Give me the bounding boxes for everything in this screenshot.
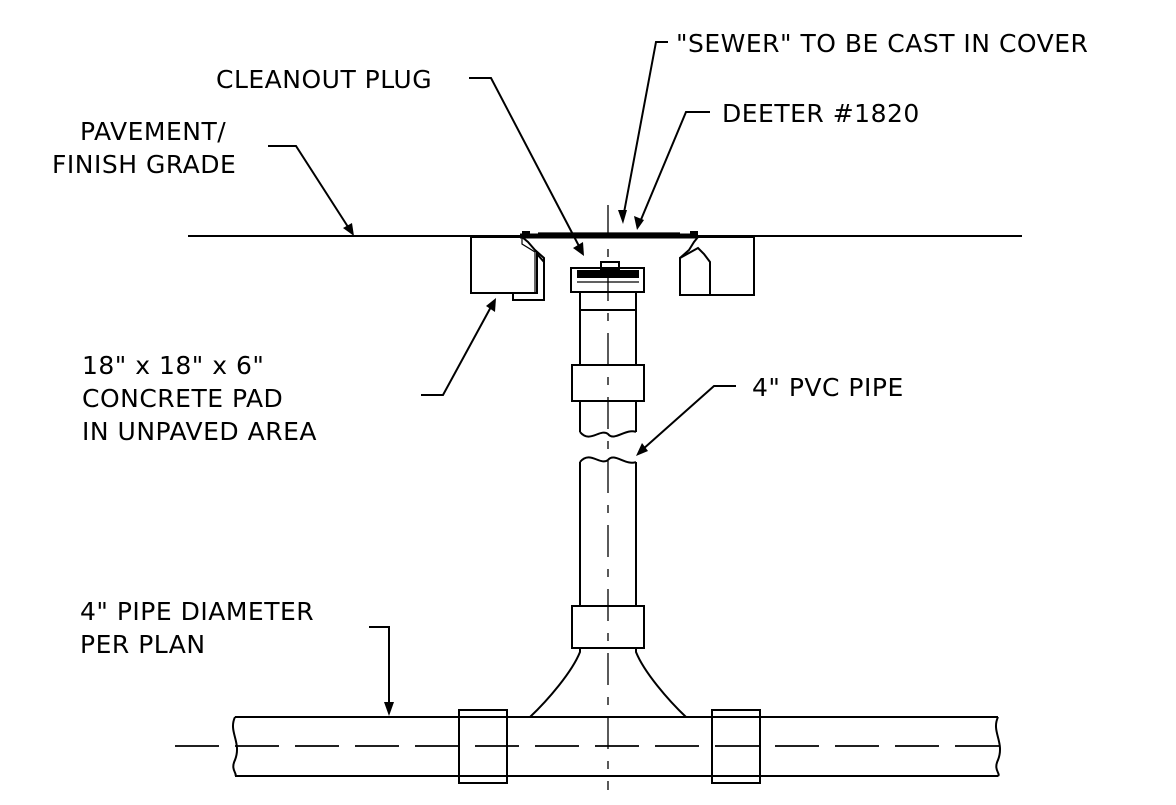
label-pvc-pipe: 4" PVC PIPE <box>752 373 904 402</box>
label-pavement-line2: FINISH GRADE <box>52 150 236 179</box>
leader-pvc-pipe <box>636 385 736 456</box>
leader-concrete-pad <box>421 298 496 396</box>
label-cleanout-plug: CLEANOUT PLUG <box>216 65 432 94</box>
label-deeter: DEETER #1820 <box>722 99 920 128</box>
leader-cleanout-plug <box>469 77 584 256</box>
tee-fitting <box>529 648 687 718</box>
concrete-pad-right <box>679 236 755 296</box>
leader-pipe-diameter <box>369 626 394 716</box>
label-pipe-diameter-line2: PER PLAN <box>80 630 206 659</box>
concrete-pad-left <box>470 236 545 301</box>
leader-deeter <box>634 111 710 230</box>
label-pad-line3: IN UNPAVED AREA <box>82 417 317 446</box>
leader-sewer-cast <box>618 41 668 224</box>
label-sewer-cast: "SEWER" TO BE CAST IN COVER <box>676 29 1088 58</box>
label-pipe-diameter-line1: 4" PIPE DIAMETER <box>80 597 314 626</box>
leader-pavement <box>268 145 354 236</box>
label-pavement-line1: PAVEMENT/ <box>80 117 226 146</box>
cover <box>520 231 698 239</box>
label-pad-line1: 18" x 18" x 6" <box>82 351 264 380</box>
label-pad-line2: CONCRETE PAD <box>82 384 283 413</box>
